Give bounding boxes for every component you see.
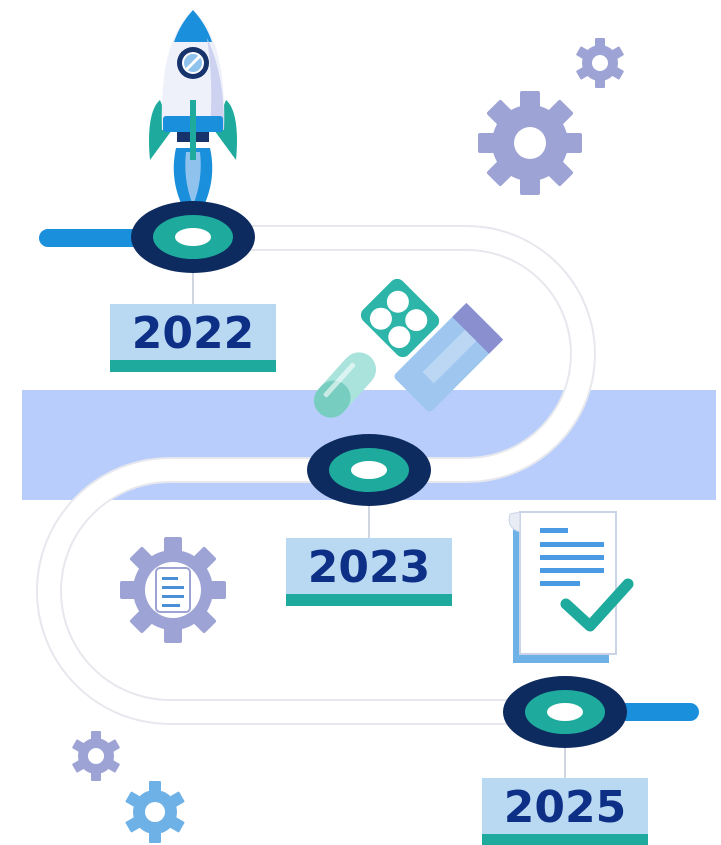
gear-icon xyxy=(72,731,120,781)
checklist-icon xyxy=(508,511,634,663)
capsule-icon xyxy=(313,352,377,418)
rocket-icon xyxy=(149,10,237,225)
milestone-marker-2025 xyxy=(503,676,627,748)
pill-bottle-icon xyxy=(360,278,504,412)
gear-icon xyxy=(125,781,185,843)
milestone-marker-2022 xyxy=(131,201,255,273)
gear-document-icon xyxy=(120,537,226,643)
year-text: 2025 xyxy=(504,782,626,833)
year-label-2025: 2025 xyxy=(482,778,648,845)
year-text: 2023 xyxy=(308,542,430,593)
year-label-2022: 2022 xyxy=(110,304,276,372)
gear-icon xyxy=(576,38,624,88)
year-label-2023: 2023 xyxy=(286,538,452,606)
timeline-road xyxy=(36,225,596,725)
year-text: 2022 xyxy=(132,308,254,359)
milestone-marker-2023 xyxy=(307,434,431,506)
gear-icon xyxy=(478,91,582,195)
